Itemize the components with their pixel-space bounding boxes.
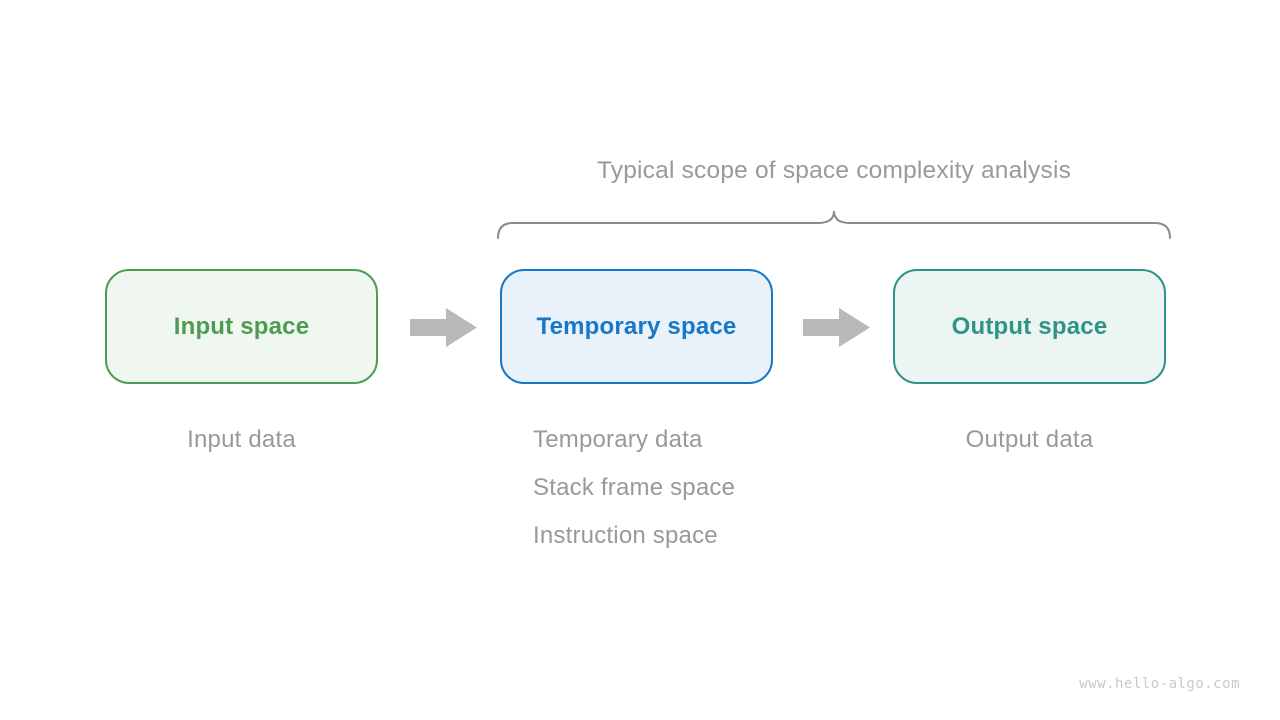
diagram-title: Typical scope of space complexity analys… xyxy=(596,157,1072,184)
output-space-box: Output space xyxy=(893,269,1166,384)
temporary-space-box: Temporary space xyxy=(500,269,773,384)
arrow-right-icon xyxy=(803,307,870,348)
output-space-label: Output space xyxy=(951,312,1108,340)
curly-brace-icon xyxy=(497,209,1171,239)
input-space-box: Input space xyxy=(105,269,378,384)
output-data-note: Output data xyxy=(965,426,1094,453)
input-space-label: Input space xyxy=(173,312,310,340)
stack-frame-space-note: Stack frame space xyxy=(533,474,736,501)
input-data-note: Input data xyxy=(187,426,296,453)
temporary-space-label: Temporary space xyxy=(536,312,737,340)
instruction-space-note: Instruction space xyxy=(533,522,718,549)
watermark: www.hello-algo.com xyxy=(1079,676,1240,692)
temporary-data-note: Temporary data xyxy=(533,426,703,453)
arrow-right-icon xyxy=(410,307,477,348)
